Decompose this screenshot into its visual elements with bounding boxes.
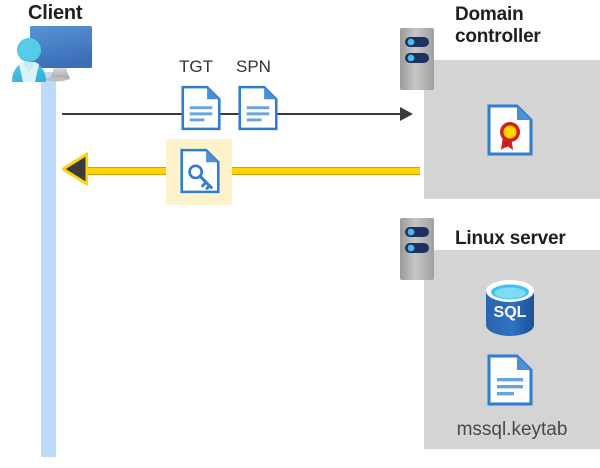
tgt-label: TGT (179, 57, 213, 76)
svg-text:SQL: SQL (494, 304, 527, 321)
sql-database-icon: SQL (483, 280, 537, 341)
domain-controller-title: Domain controller (455, 4, 585, 48)
keytab-filename-label: mssql.keytab (456, 419, 568, 440)
client-lifeline (41, 72, 56, 457)
document-icon (181, 84, 221, 137)
certificate-document-icon (487, 104, 533, 161)
server-rack-icon (400, 28, 434, 90)
key-document-icon (180, 147, 220, 200)
response-arrow-line (80, 167, 420, 175)
request-arrow-head (400, 107, 413, 121)
domain-controller-title-line2: controller (455, 26, 541, 47)
spn-label: SPN (236, 57, 271, 76)
client-title: Client (28, 2, 83, 24)
document-icon (487, 354, 533, 411)
request-arrow-line (62, 113, 402, 115)
linux-server-title: Linux server (455, 228, 566, 249)
domain-controller-title-line1: Domain (455, 4, 524, 25)
server-rack-icon (400, 218, 434, 280)
user-at-computer-icon (8, 24, 100, 86)
document-icon (238, 84, 278, 137)
